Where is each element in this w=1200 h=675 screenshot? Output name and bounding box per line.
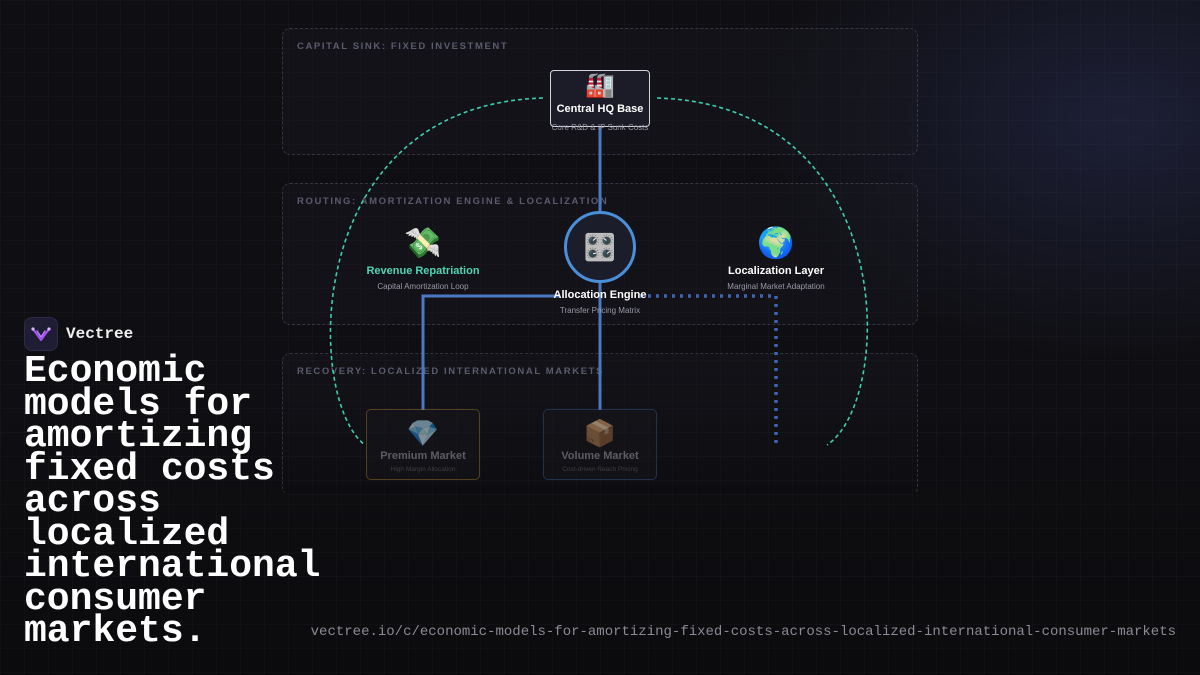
brand-name: Vectree (66, 325, 134, 343)
zone-label: ROUTING: AMORTIZATION ENGINE & LOCALIZAT… (297, 196, 609, 207)
page-url[interactable]: vectree.io/c/economic-models-for-amortiz… (310, 624, 1176, 640)
zone-label: RECOVERY: LOCALIZED INTERNATIONAL MARKET… (297, 366, 604, 377)
control-knobs-icon: 🎛️ (583, 231, 617, 262)
node-premium-market[interactable]: 💎 Premium Market High Margin Allocation (366, 409, 480, 480)
node-central-hq[interactable]: 🏭 Central HQ Base Core R&D & IP Sunk Cos… (550, 70, 650, 132)
node-subtitle: Cost-driven Reach Pricing (562, 466, 638, 473)
node-allocation-engine[interactable]: 🎛️ (564, 211, 636, 283)
node-subtitle: High Margin Allocation (390, 466, 456, 473)
node-title: Premium Market (380, 450, 466, 462)
allocation-engine-caption: Allocation Engine Transfer Pricing Matri… (520, 289, 680, 315)
node-volume-market[interactable]: 📦 Volume Market Cost-driven Reach Pricin… (543, 409, 657, 480)
package-icon: 📦 (583, 418, 617, 448)
node-title: Revenue Repatriation (366, 265, 480, 277)
node-localization-layer[interactable]: 🌍 Localization Layer Marginal Market Ada… (686, 227, 866, 292)
page-headline: Economic models for amortizing fixed cos… (24, 350, 321, 653)
amortization-loop-left (329, 97, 544, 446)
node-title: Volume Market (561, 450, 639, 462)
link-engine-localization (640, 294, 778, 445)
zone-label: CAPITAL SINK: FIXED INVESTMENT (297, 41, 509, 52)
node-title: Central HQ Base (556, 103, 644, 115)
node-subtitle: Core R&D & IP Sunk Costs (551, 123, 649, 132)
gem-icon: 💎 (406, 418, 440, 448)
node-subtitle: Capital Amortization Loop (377, 282, 469, 291)
vectree-logo-icon (24, 317, 58, 351)
node-subtitle: Transfer Pricing Matrix (559, 306, 641, 315)
amortization-loop-right (656, 97, 869, 446)
money-with-wings-icon: 💸 (404, 227, 442, 260)
brand[interactable]: Vectree (24, 317, 133, 351)
factory-icon: 🏭 (585, 72, 615, 99)
node-title: Localization Layer (728, 265, 824, 277)
node-subtitle: Marginal Market Adaptation (727, 282, 825, 291)
node-revenue-repatriation[interactable]: 💸 Revenue Repatriation Capital Amortizat… (333, 227, 513, 292)
link-engine-premium (421, 294, 560, 410)
node-title: Allocation Engine (553, 289, 647, 301)
globe-icon: 🌍 (757, 227, 795, 260)
